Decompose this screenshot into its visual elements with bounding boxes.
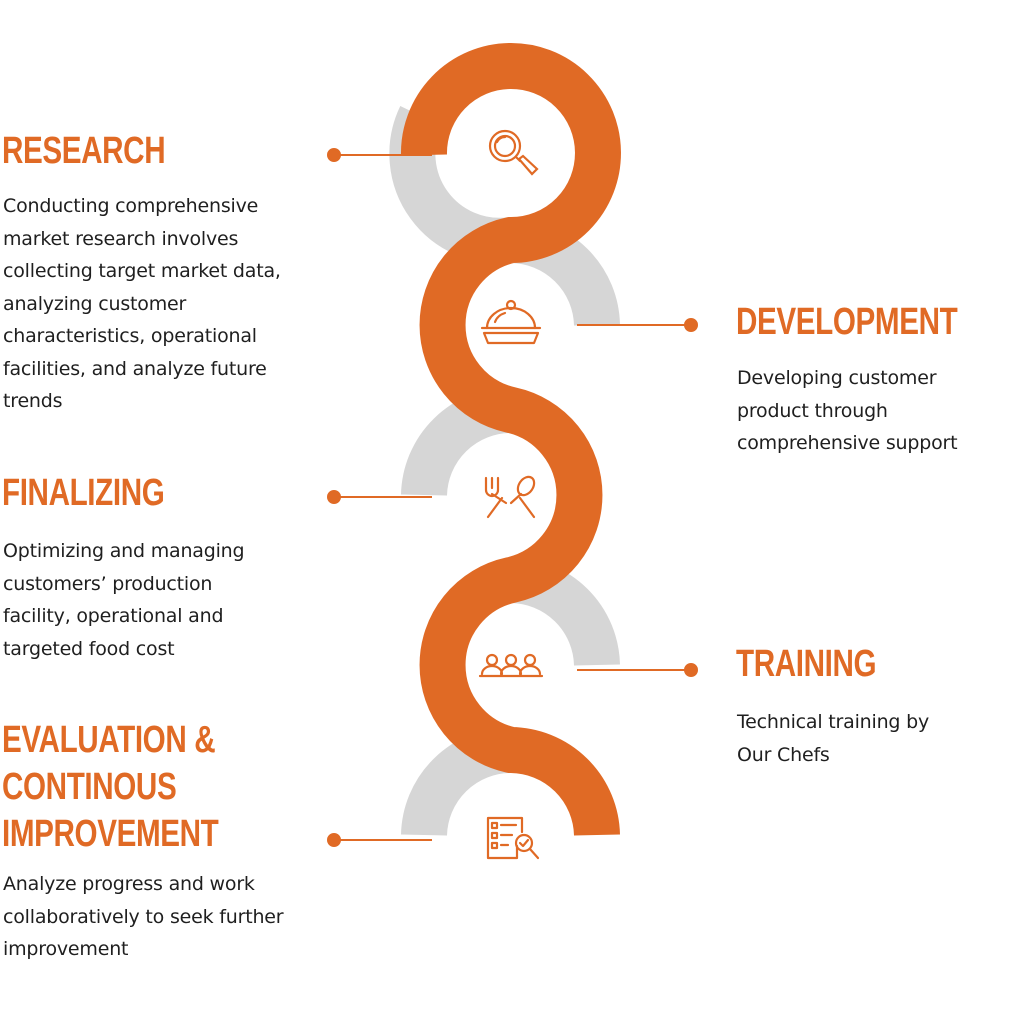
orange-serpentine xyxy=(400,43,621,837)
finalizing-description: Optimizing and managing customers’ produ… xyxy=(3,540,245,660)
connectors xyxy=(327,148,698,847)
training-title: TRAINING xyxy=(736,643,877,685)
development-description: Developing customer product through comp… xyxy=(737,367,958,454)
magnifying-glass-icon xyxy=(488,129,539,176)
checklist-search-icon xyxy=(486,816,540,860)
finalizing-title: FINALIZING xyxy=(2,472,165,514)
evaluation-title: EVALUATION & CONTINOUS IMPROVEMENT xyxy=(2,719,219,855)
training-description: Technical training by Our Chefs xyxy=(737,711,930,766)
research-description: Conducting comprehensive market research… xyxy=(3,195,281,412)
team-icon xyxy=(478,653,544,678)
food-cloche-icon xyxy=(480,299,542,345)
fork-spoon-icon xyxy=(484,475,536,519)
evaluation-description: Analyze progress and work collaborativel… xyxy=(3,873,284,960)
development-title: DEVELOPMENT xyxy=(736,301,958,343)
research-title: RESEARCH xyxy=(2,130,166,172)
